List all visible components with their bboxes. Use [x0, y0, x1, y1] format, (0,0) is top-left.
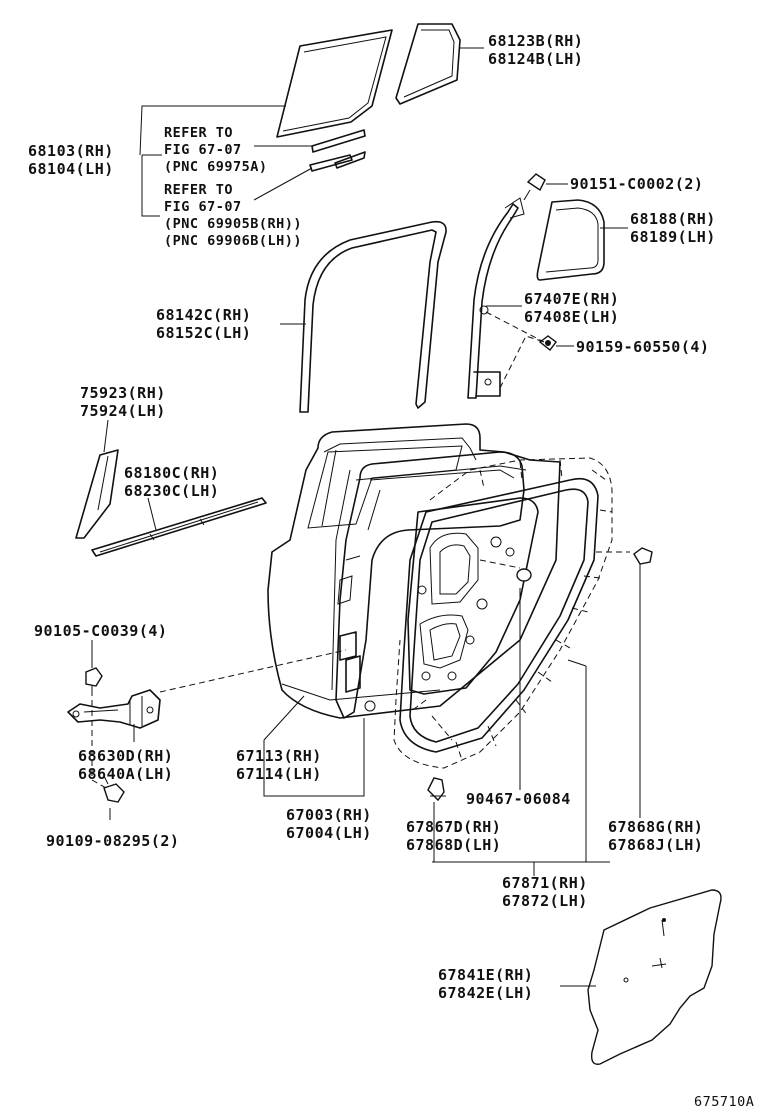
label-68103: 68103(RH) 68104(LH)	[28, 142, 114, 178]
label-75923: 75923(RH) 75924(LH)	[80, 384, 166, 420]
clip-90467	[516, 568, 532, 582]
label-67003: 67003(RH) 67004(LH)	[286, 806, 372, 842]
door-hinge	[67, 689, 161, 729]
screw-90159	[538, 335, 557, 351]
leader-lines	[91, 47, 641, 987]
label-68188: 68188(RH) 68189(LH)	[630, 210, 716, 246]
door-glass	[276, 29, 393, 138]
glass-channel-parts	[309, 129, 366, 172]
door-shell	[267, 423, 561, 719]
quarter-window-weatherstrip	[536, 199, 605, 281]
label-68142c: 68142C(RH) 68152C(LH)	[156, 306, 252, 342]
door-inner-panel	[407, 497, 539, 695]
inner-frame	[335, 451, 525, 719]
clip-67868g	[633, 547, 653, 565]
glass-run-weatherstrip	[299, 220, 447, 413]
label-67407e: 67407E(RH) 67408E(LH)	[524, 290, 620, 326]
label-90105: 90105-C0039(4)	[34, 622, 168, 640]
door-hinge-brackets	[339, 631, 376, 712]
bolt-90109	[103, 775, 125, 803]
outer-belt-weatherstrip	[91, 497, 267, 557]
door-trim-panel	[587, 889, 722, 1065]
label-90109: 90109-08295(2)	[46, 832, 180, 850]
label-90467: 90467-06084	[466, 790, 571, 808]
label-67868g: 67868G(RH) 67868J(LH)	[608, 818, 704, 854]
clip-67867d	[427, 777, 446, 802]
trim-outline	[393, 457, 630, 769]
quarter-glass	[395, 23, 461, 105]
screw-90151	[523, 173, 546, 201]
door-weatherstrip	[399, 477, 599, 753]
label-90151: 90151-C0002(2)	[570, 175, 704, 193]
label-67867d: 67867D(RH) 67868D(LH)	[406, 818, 502, 854]
label-68630d: 68630D(RH) 68640A(LH)	[78, 747, 174, 783]
label-67841e: 67841E(RH) 67842E(LH)	[438, 966, 534, 1002]
label-68123b: 68123B(RH) 68124B(LH)	[488, 32, 584, 68]
belt-moulding-75923	[75, 449, 119, 539]
label-67113: 67113(RH) 67114(LH)	[236, 747, 322, 783]
bolt-90105	[85, 667, 103, 696]
label-68180c: 68180C(RH) 68230C(LH)	[124, 464, 220, 500]
label-refer-67-07-b: REFER TO FIG 67-07 (PNC 69905B(RH)) (PNC…	[164, 182, 303, 249]
label-67871: 67871(RH) 67872(LH)	[502, 874, 588, 910]
division-bar	[467, 197, 525, 399]
label-refer-67-07-a: REFER TO FIG 67-07 (PNC 69975A)	[164, 125, 268, 175]
label-90159: 90159-60550(4)	[576, 338, 710, 356]
figure-code: 675710A	[694, 1094, 755, 1110]
